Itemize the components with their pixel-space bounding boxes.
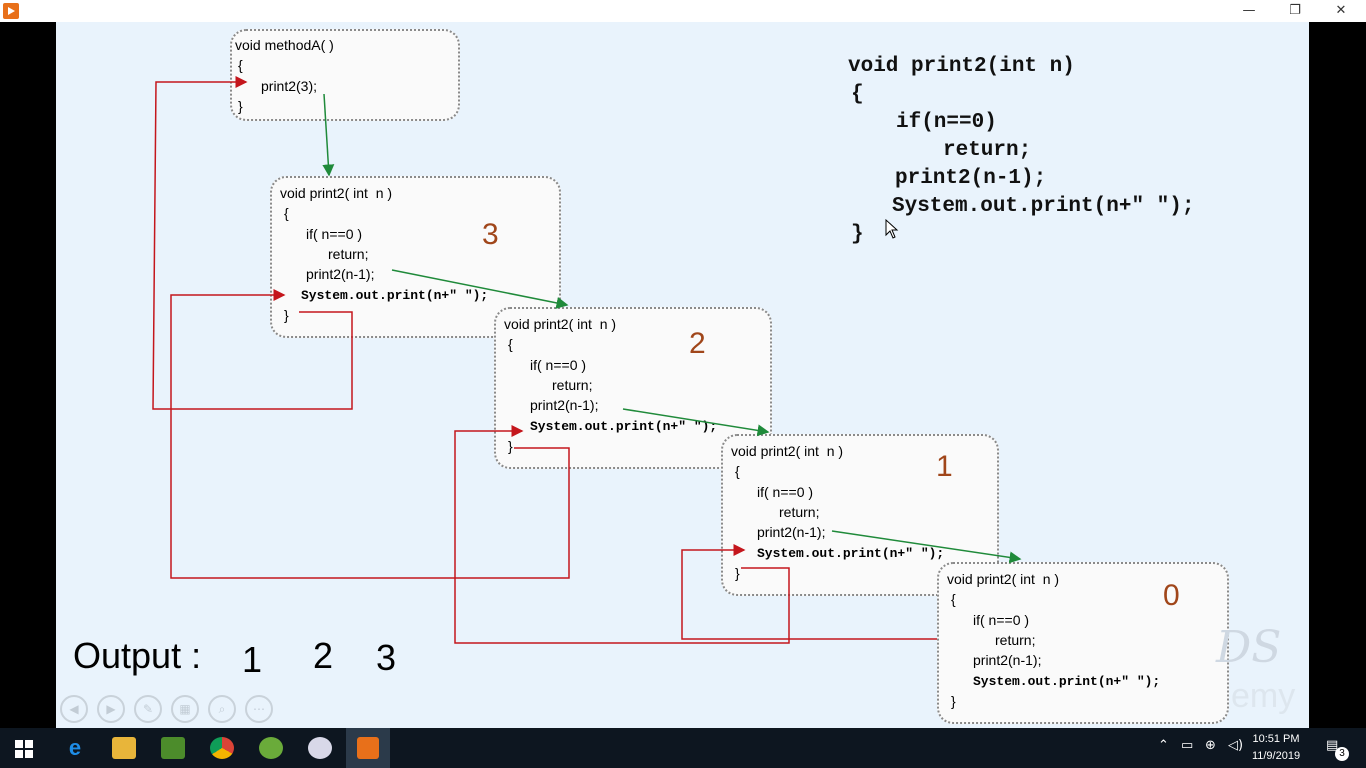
app-icon <box>3 3 19 19</box>
code-line: { <box>238 57 243 73</box>
code-line: System.out.print(n+" "); <box>973 674 1161 689</box>
code-line: { <box>851 83 864 106</box>
code-line: { <box>951 591 956 607</box>
see-all-slides-button[interactable]: ▦ <box>171 695 199 723</box>
code-line: if( n==0 ) <box>973 612 1030 628</box>
battery-icon[interactable]: ▭ <box>1181 738 1194 753</box>
next-slide-button[interactable]: ▶ <box>97 695 125 723</box>
code-line: System.out.print(n+" "); <box>301 288 489 303</box>
code-line: System.out.print(n+" "); <box>757 546 945 561</box>
output-value: 3 <box>376 637 397 678</box>
file-explorer-icon[interactable] <box>112 737 136 759</box>
code-line: return; <box>995 632 1036 648</box>
method-a-box: void methodA( ) { print2(3); } <box>230 29 460 121</box>
return-arrow <box>454 425 790 644</box>
output-value: 2 <box>313 635 334 676</box>
zoom-button[interactable]: ⌕ <box>208 695 236 723</box>
code-line: print2(n-1); <box>757 524 826 540</box>
return-arrow <box>170 289 570 579</box>
code-line: if( n==0 ) <box>757 484 814 500</box>
code-line: print2(3); <box>261 78 318 94</box>
taskbar-active-app[interactable] <box>346 728 390 768</box>
output-value: 1 <box>242 639 263 680</box>
clock-date: 11/9/2019 <box>1251 750 1301 762</box>
code-signature: void print2(int n) <box>848 55 1075 78</box>
paint-app-icon[interactable] <box>308 737 332 759</box>
clock-time: 10:51 PM <box>1252 733 1300 745</box>
code-line: System.out.print(n+" "); <box>530 419 718 434</box>
code-line: } <box>851 223 864 246</box>
frame-value: 1 <box>936 450 953 483</box>
slide: void methodA( ) { print2(3); } void prin… <box>56 22 1309 728</box>
code-line: return; <box>328 246 369 262</box>
return-arrow <box>152 76 353 410</box>
more-options-button[interactable]: ⋯ <box>245 695 273 723</box>
code-line: void print2( int n ) <box>504 316 617 332</box>
restore-button[interactable]: ❐ <box>1289 3 1301 18</box>
spring-tool-icon[interactable] <box>259 737 283 759</box>
call-arrow <box>622 408 770 437</box>
notepad-plus-icon[interactable] <box>161 737 185 759</box>
code-line: void print2( int n ) <box>731 443 844 459</box>
code-line: } <box>735 565 740 581</box>
edge-browser-icon[interactable]: e <box>68 735 82 760</box>
code-line: print2(n-1); <box>895 167 1047 190</box>
code-line: } <box>508 438 513 454</box>
call-arrow <box>322 93 335 177</box>
call-arrow <box>391 269 569 309</box>
code-line: } <box>951 693 956 709</box>
code-line: System.out.print(n+" "); <box>892 195 1195 218</box>
code-line: print2(n-1); <box>530 397 599 413</box>
code-line: void methodA( ) <box>235 37 334 53</box>
frame-value: 0 <box>1163 579 1180 612</box>
code-line: if( n==0 ) <box>306 226 363 242</box>
code-line: if(n==0) <box>896 111 997 134</box>
title-bar: — ❐ ✕ <box>0 0 1366 22</box>
code-line: } <box>284 307 289 323</box>
close-button[interactable]: ✕ <box>1335 3 1347 18</box>
windows-start-icon[interactable] <box>15 740 33 758</box>
code-line: print2(n-1); <box>973 652 1042 668</box>
code-line: return; <box>943 139 1032 162</box>
frame-value: 3 <box>482 218 499 251</box>
output-label: Output : <box>73 635 202 676</box>
mouse-cursor-icon <box>885 219 899 239</box>
code-line: void print2( int n ) <box>947 571 1060 587</box>
watermark-logo: emy <box>1231 677 1296 715</box>
presentation-app-icon <box>357 737 379 759</box>
frame-n0: void print2( int n ) { if( n==0 ) return… <box>937 562 1229 724</box>
code-line: } <box>238 98 243 114</box>
code-line: return; <box>779 504 820 520</box>
return-arrow <box>681 544 937 640</box>
pen-tool-button[interactable]: ✎ <box>134 695 162 723</box>
chrome-browser-icon[interactable] <box>210 737 234 759</box>
volume-icon[interactable]: ◁) <box>1228 738 1244 753</box>
frame-value: 2 <box>689 327 706 360</box>
show-hidden-icons-icon[interactable]: ⌃ <box>1158 738 1169 753</box>
frame-n1: void print2( int n ) { if( n==0 ) return… <box>721 434 999 596</box>
previous-slide-button[interactable]: ◀ <box>60 695 88 723</box>
notification-count-badge: 3 <box>1335 747 1349 761</box>
code-line: { <box>508 336 513 352</box>
code-line: return; <box>552 377 593 393</box>
watermark-logo: DS <box>1216 622 1282 673</box>
call-arrow <box>831 530 1022 564</box>
minimize-button[interactable]: — <box>1242 3 1256 18</box>
code-line: void print2( int n ) <box>280 185 393 201</box>
network-icon[interactable]: ⊕ <box>1205 738 1216 753</box>
code-line: if( n==0 ) <box>530 357 587 373</box>
flow-arrows <box>152 76 1022 644</box>
code-line: print2(n-1); <box>306 266 375 282</box>
code-line: { <box>735 463 740 479</box>
code-line: { <box>284 205 289 221</box>
taskbar-clock[interactable]: 10:51 PM 11/9/2019 <box>1246 731 1306 765</box>
